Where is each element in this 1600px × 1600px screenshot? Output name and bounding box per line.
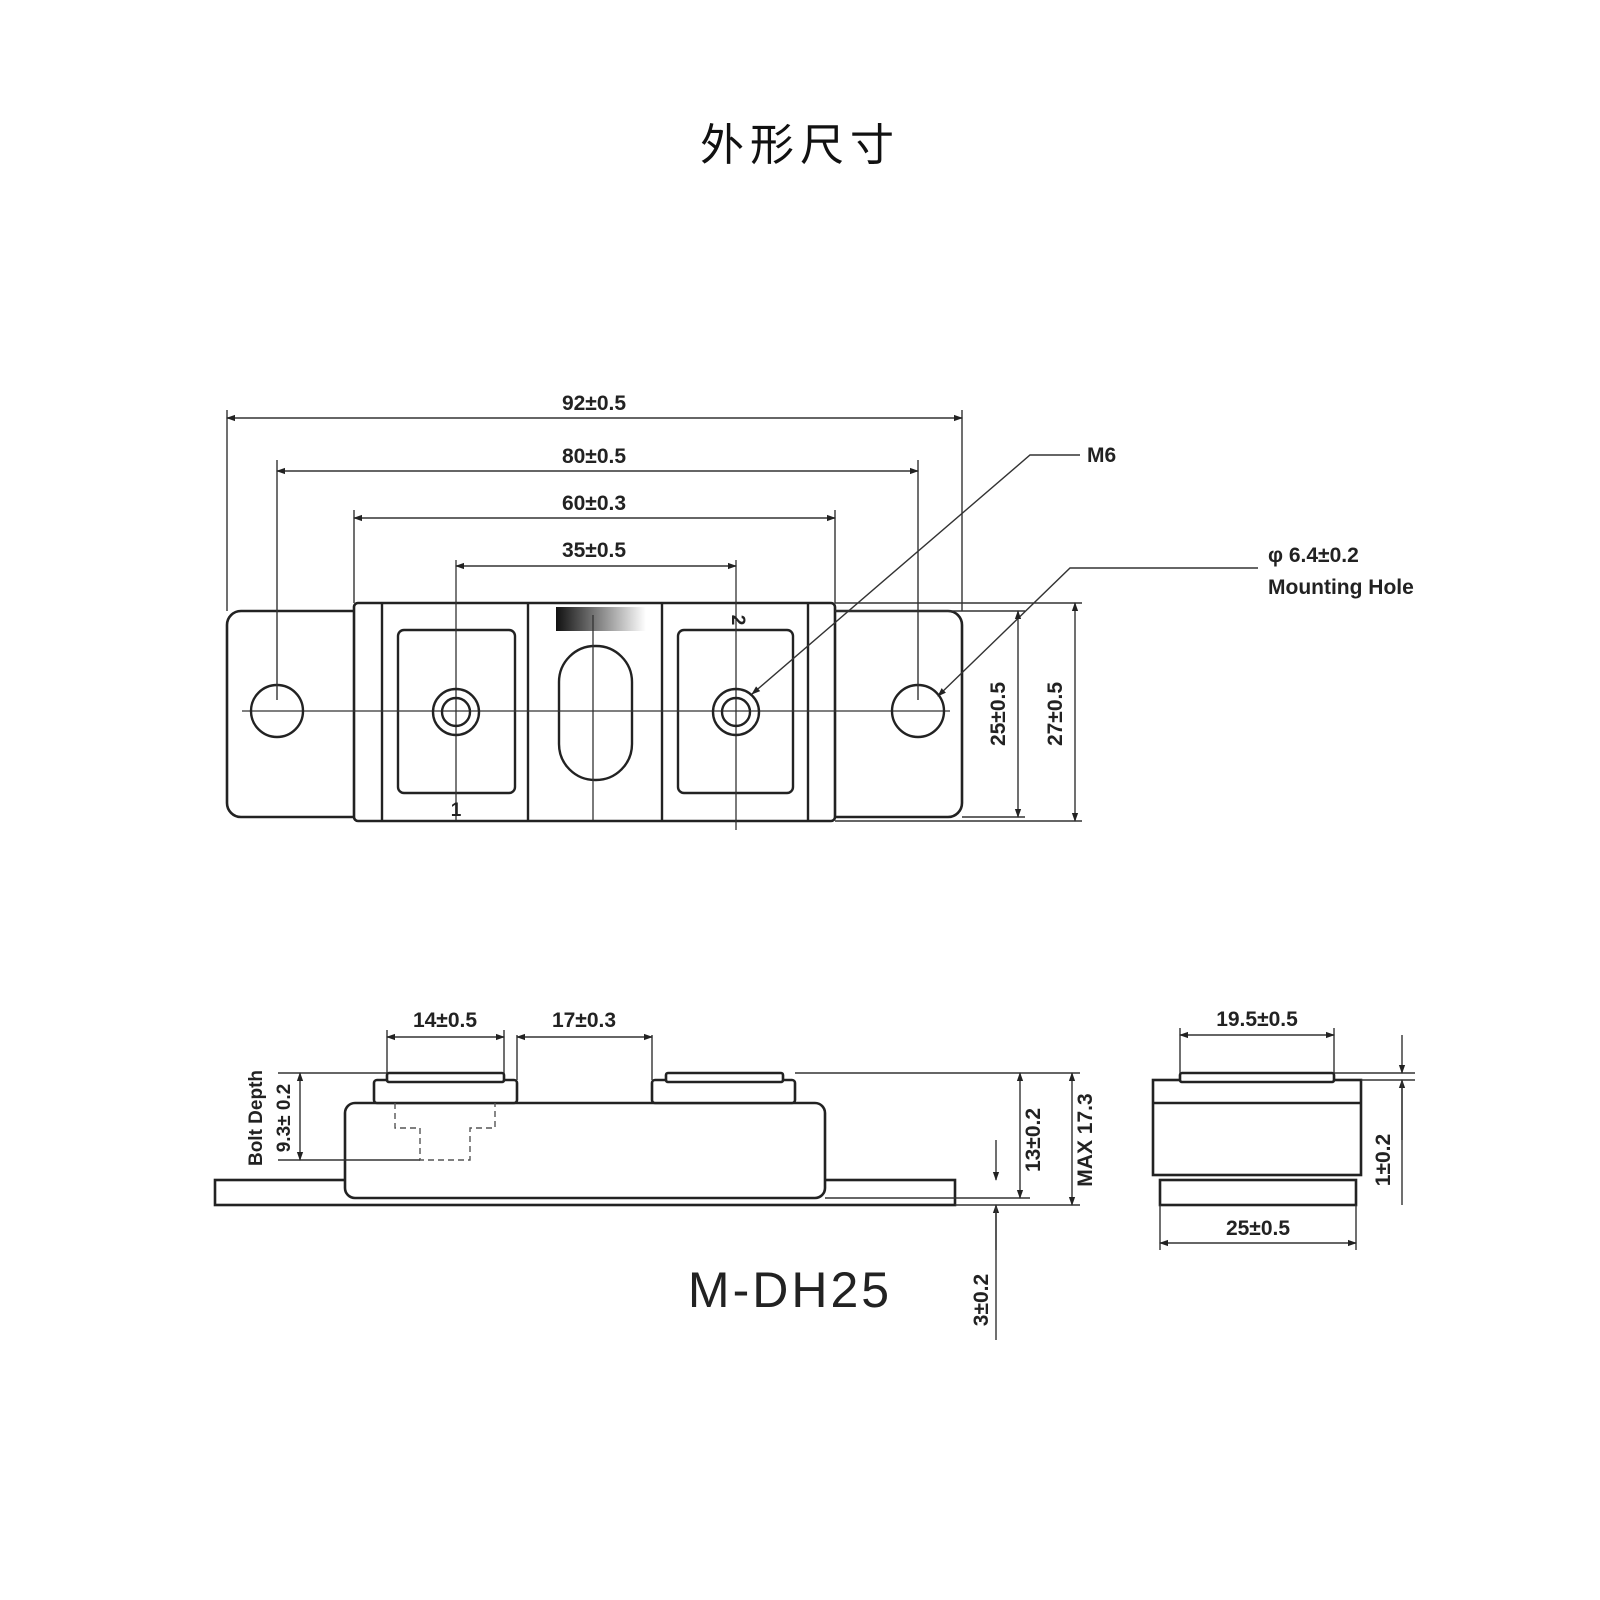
terminal-bolt-2-outer [711,687,761,737]
callout-m6: M6 [1087,444,1116,467]
end-body [1151,1078,1363,1177]
dim-1: 1±0.2 [1372,1134,1395,1186]
label-gradient [556,607,646,631]
dim-25-end: 25±0.5 [1226,1217,1290,1240]
side-terminal-1 [372,1078,519,1105]
center-oval [557,644,634,782]
side-view: 14±0.5 17±0.3 Bolt Depth 9.3± 0.2 13±0.2… [213,1009,1097,1340]
terminal-label-2: 2 [727,615,748,626]
dim-80: 80±0.5 [562,445,626,468]
dim-92: 92±0.5 [562,392,626,415]
dim-27: 27±0.5 [1044,682,1067,746]
end-view: 19.5±0.5 25±0.5 1±0.2 [1151,1008,1415,1250]
page-title: 外形尺寸 [700,120,900,171]
model-name: M-DH25 [688,1262,892,1318]
callout-hole-name: Mounting Hole [1268,576,1414,599]
module-body [352,601,837,823]
dim-max: MAX 17.3 [1074,1093,1097,1186]
dim-14: 14±0.5 [413,1009,477,1032]
side-terminal-2 [650,1078,797,1105]
leader-m6 [751,454,1080,695]
terminal-bolt-2-inner [720,696,752,728]
dim-35: 35±0.5 [562,539,626,562]
terminal-bolt-1-outer [431,687,481,737]
top-view: 1 2 92±0.5 80±0.5 60±0.3 35±0.5 M6 φ 6.4… [225,392,1414,830]
dim-13: 13±0.2 [1022,1108,1045,1172]
side-body [343,1101,827,1200]
callout-hole-dia: φ 6.4±0.2 [1268,544,1359,567]
hidden-bolt [394,1103,496,1161]
bolt-depth-label: Bolt Depth [246,1070,267,1166]
terminal-bolt-1-inner [440,696,472,728]
terminal-label-1: 1 [451,800,462,821]
end-terminal [1178,1071,1336,1084]
dim-17: 17±0.3 [552,1009,616,1032]
dim-25: 25±0.5 [987,682,1010,746]
dim-3: 3±0.2 [970,1274,993,1326]
dim-60: 60±0.3 [562,492,626,515]
bolt-depth-value: 9.3± 0.2 [274,1084,295,1153]
leader-mounting-hole [937,567,1258,697]
end-base [1158,1178,1358,1207]
dim-19-5: 19.5±0.5 [1216,1008,1298,1031]
